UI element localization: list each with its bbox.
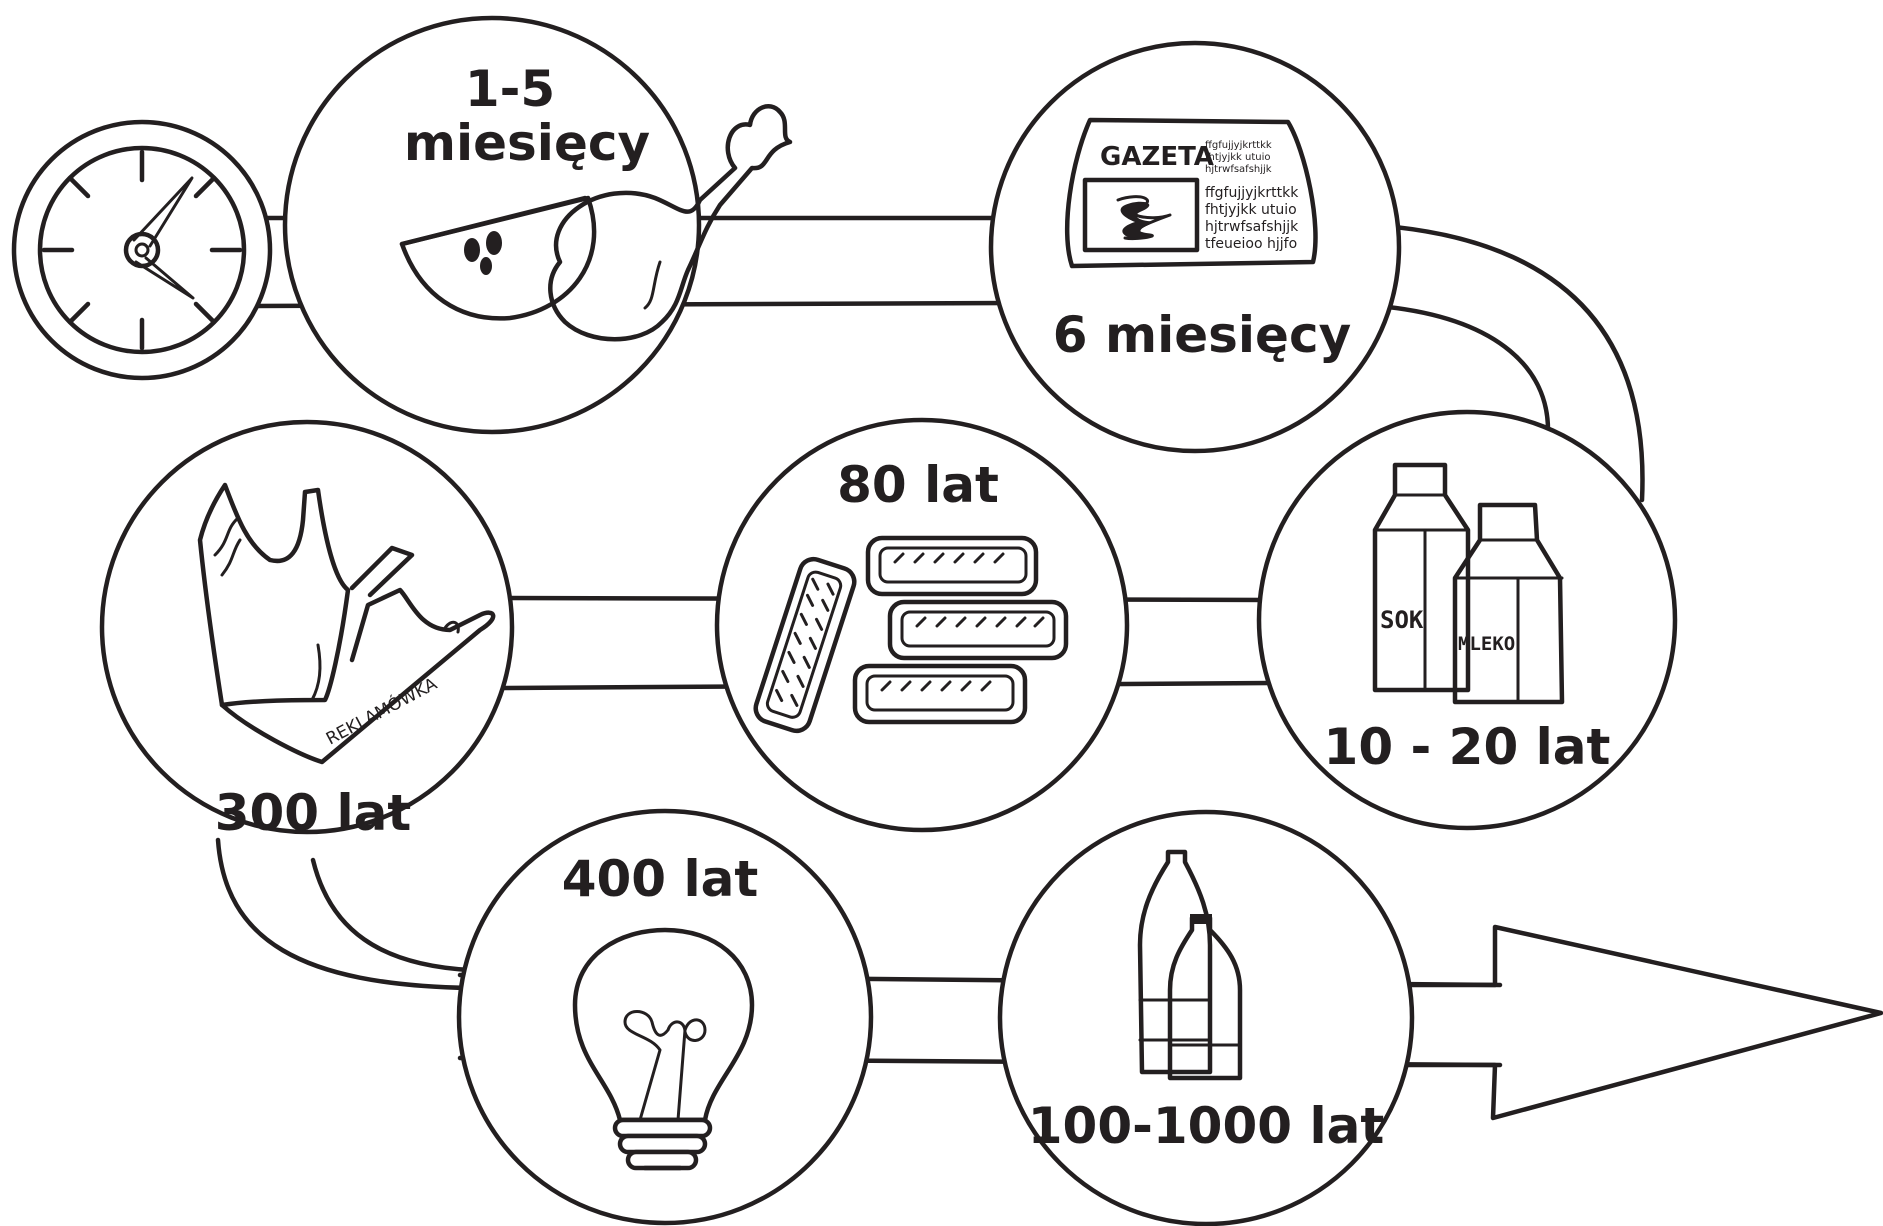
light-bulb-icon [572,927,755,1171]
newspaper-small-line-1: ffgfujjyjkrttkk [1205,140,1272,151]
stage-plastic-bag: 300 lat REKLAMÓWKA [99,419,515,842]
stage-newspaper: 6 miesięcy GAZETA ffgfujjyjkrttkk fhtjyj… [988,40,1402,454]
stage-food-label-line1: 1-5 [465,60,555,118]
stage-tires: 80 lat [714,417,1130,833]
newspaper-title: GAZETA [1100,142,1214,172]
newspaper-line-3: hjtrwfsafshjjk [1205,219,1299,235]
stage-food: 1-5 miesięcy [282,15,793,435]
stage-newspaper-label: 6 miesięcy [1053,306,1351,364]
stage-bulb-label: 400 lat [562,850,759,908]
plastic-bottles-icon [1137,849,1243,1081]
newspaper-line-2: fhtjyjkk utuio [1205,202,1297,218]
stage-bottles-label: 100-1000 lat [1028,1097,1384,1155]
stage-cartons: 10 - 20 lat SOK MLEKO [1256,409,1678,831]
stage-bottles: 100-1000 lat [997,809,1415,1226]
newspaper-small-line-2: fhtjyjkk utuio [1205,152,1271,163]
stage-cartons-label: 10 - 20 lat [1324,718,1611,776]
clock-icon [11,119,273,381]
newspaper-icon: GAZETA ffgfujjyjkrttkk fhtjyjkk utuio hj… [1064,117,1318,269]
newspaper-line-1: ffgfujjyjkrttkk [1205,185,1299,201]
juice-and-milk-cartons-icon: SOK MLEKO [1372,462,1565,705]
arrow-head-icon [1397,924,1883,1121]
newspaper-line-4: tfeueioo hjjfo [1205,236,1297,252]
stage-plastic-bag-label: 300 lat [215,784,412,842]
milk-label: MLEKO [1458,633,1515,655]
juice-label: SOK [1380,606,1424,634]
stage-bulb: 400 lat [456,808,874,1226]
apple-and-chicken-leg-icon [399,104,793,342]
stage-food-label-line2: miesięcy [404,114,650,172]
tire-stack-icon [753,535,1069,734]
stage-tires-label: 80 lat [837,456,999,514]
newspaper-small-line-3: hjtrwfsafshjjk [1205,164,1272,175]
